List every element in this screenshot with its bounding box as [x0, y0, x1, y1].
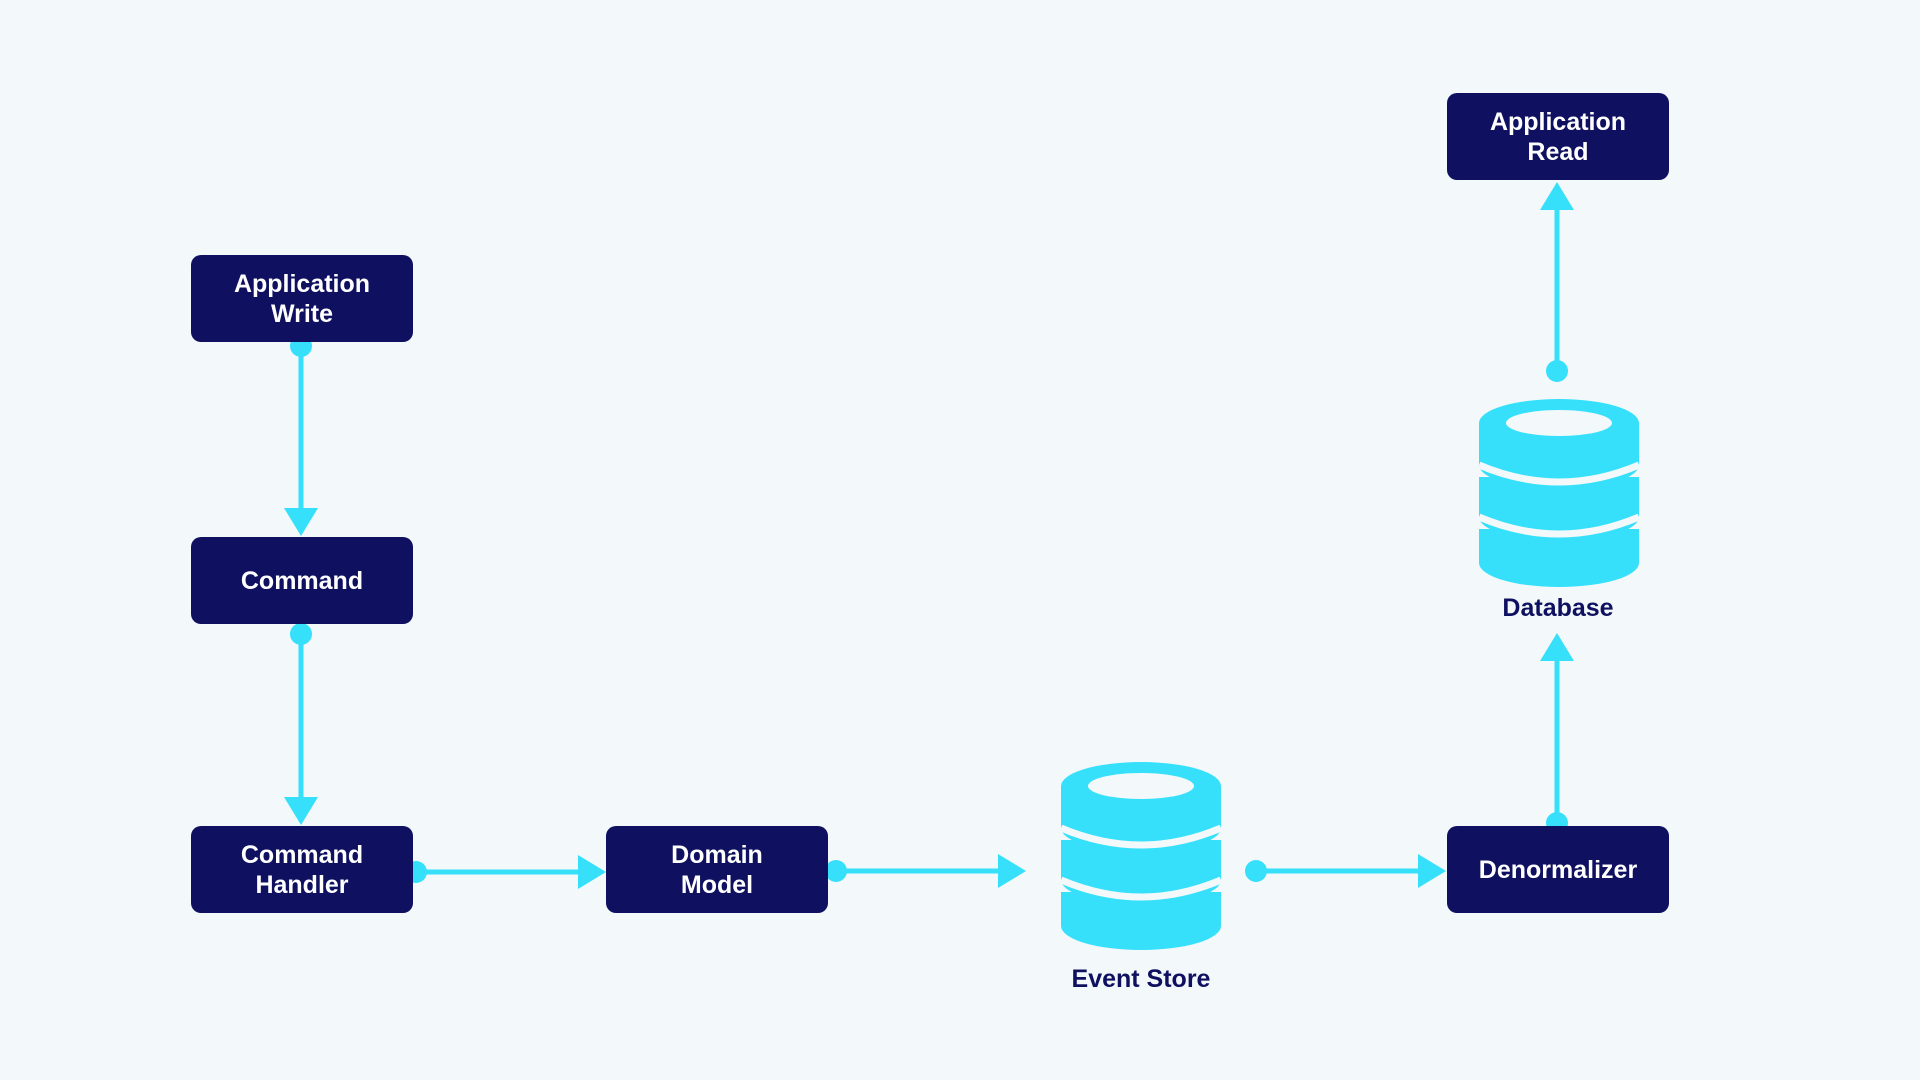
database-label: Database	[1502, 594, 1614, 622]
node-command[interactable]: Command	[191, 537, 413, 624]
node-label: Domain Model	[671, 840, 763, 899]
connector-dot-domain-model[interactable]	[825, 860, 847, 882]
node-label: Denormalizer	[1478, 855, 1638, 884]
connector-dot-command[interactable]	[290, 623, 312, 645]
event-store-label: Event Store	[1071, 965, 1211, 993]
arrowhead-database	[1540, 633, 1574, 661]
node-label: Application Write	[233, 269, 371, 328]
arrowhead-command	[284, 508, 318, 536]
node-domain-model[interactable]: Domain Model	[606, 826, 828, 913]
node-denormalizer[interactable]: Denormalizer	[1447, 826, 1669, 913]
arrowhead-command-handler	[284, 797, 318, 825]
arrowhead-denormalizer	[1418, 854, 1446, 888]
arrowhead-app-read	[1540, 182, 1574, 210]
node-label: Command Handler	[240, 840, 364, 899]
arrowhead-domain-model	[578, 855, 606, 889]
database-icon[interactable]	[1474, 395, 1644, 591]
node-label: Command	[240, 566, 364, 595]
node-command-handler[interactable]: Command Handler	[191, 826, 413, 913]
connector-dot-database[interactable]	[1546, 360, 1568, 382]
node-application-read[interactable]: Application Read	[1447, 93, 1669, 180]
connector-dot-event-store[interactable]	[1245, 860, 1267, 882]
event-store-database-icon[interactable]	[1056, 758, 1226, 954]
node-label: Application Read	[1489, 107, 1627, 166]
node-application-write[interactable]: Application Write	[191, 255, 413, 342]
arrowhead-event-store	[998, 854, 1026, 888]
